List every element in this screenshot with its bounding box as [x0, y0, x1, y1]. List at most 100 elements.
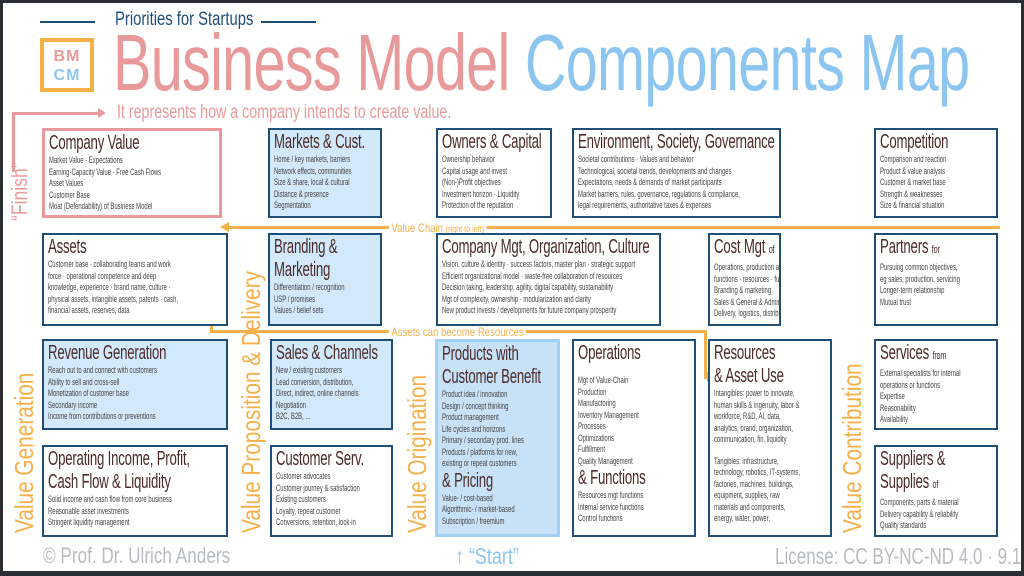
- box-line: Investment horizon · Liquidity: [442, 188, 520, 199]
- box-line: Availability: [880, 414, 908, 424]
- box-line: Earning-Capacity Value · Free Cash Flows: [49, 166, 162, 177]
- box-line: Product idea / innovation: [442, 389, 508, 399]
- box-line: New product invests / developments for f…: [442, 305, 617, 315]
- box-line: Societal contributions · Values and beha…: [578, 154, 694, 164]
- box-line: Efficient organizational model · waste-f…: [442, 270, 623, 281]
- box-title: Resources: [714, 342, 800, 365]
- box-line: Asset Values: [49, 178, 84, 188]
- box-title-text: Company Mgt, Organization, Culture: [442, 236, 650, 258]
- box-line: Expertise: [880, 391, 905, 401]
- box-title: Sales & Channels: [276, 342, 378, 365]
- box-line: Design / concept thinking: [442, 400, 509, 411]
- box-line: Longer-term relationship: [880, 285, 945, 295]
- box-title-text: Cash Flow & Liquidity: [48, 471, 171, 493]
- box-line: physical assets, intangible assets, pate…: [48, 293, 179, 304]
- box-line: Customer base · collaborating teams and …: [48, 259, 171, 269]
- box-line: Quality standards: [880, 520, 927, 530]
- box-line: Decision taking, leadership, agility, di…: [442, 282, 614, 292]
- box-line: Quality Management: [578, 455, 633, 466]
- box-title-text: Environment, Society, Governance: [578, 131, 775, 153]
- box-line: Expectations, needs & demands of market …: [578, 177, 722, 187]
- box-title: Revenue Generation: [48, 342, 166, 365]
- box-title-text: Resources: [714, 342, 776, 364]
- box-title-text: Sales & Channels: [276, 342, 378, 364]
- box-title-text: & Functions: [578, 467, 646, 489]
- box-line: Comparison and reaction: [880, 154, 947, 164]
- box-line: Market Value · Expectations: [49, 155, 123, 165]
- box-line: (Non-)Profit objectives: [442, 177, 501, 187]
- box-line: Size & financial situation: [880, 200, 945, 210]
- box-line: Differentiation / recognition: [274, 282, 345, 292]
- box-line: Technological, societal trends, developm…: [578, 165, 732, 176]
- box-line: Size & share, local & cultural: [274, 177, 350, 187]
- box-line: Life cycles and horizons: [442, 423, 506, 434]
- spacer: [578, 365, 646, 375]
- business-model-components-map: Priorities for Startups BM CM Business M…: [3, 3, 1021, 571]
- box-title-text: & Pricing: [442, 469, 494, 492]
- box-title: Suppliers &: [880, 448, 959, 471]
- box-line: Internal service functions: [578, 501, 644, 512]
- box-line: Primary / secondary prod. lines: [442, 435, 524, 445]
- box-title-text: Customer Benefit: [442, 366, 541, 388]
- box-title: Company Value: [49, 132, 161, 155]
- box-title-suffix: of: [768, 244, 775, 256]
- finish-label: “Finish”: [7, 162, 32, 221]
- box-line: Control functions: [578, 513, 623, 523]
- box-line: Customer & market base: [880, 177, 946, 187]
- copyright: © Prof. Dr. Ulrich Anders: [43, 543, 231, 568]
- box-line: Reasonable asset investments: [48, 505, 129, 516]
- box-title: & Functions: [578, 467, 646, 490]
- box-title: Competition: [880, 131, 948, 154]
- box-line: Ownership behavior: [442, 154, 495, 164]
- value-proposition-label: Value Proposition & Delivery: [236, 270, 266, 533]
- box-line: Secondary income: [48, 399, 98, 410]
- logo-bottom: CM: [53, 67, 81, 84]
- box-title-text: Operating Income, Profit,: [48, 448, 190, 470]
- box-line: External specialists for internal: [880, 368, 961, 378]
- bmcm-logo: BM CM: [40, 38, 94, 92]
- value-origination-label: Value Origination: [402, 374, 432, 533]
- subtitle: It represents how a company intends to c…: [117, 102, 452, 123]
- box-title-text: Markets & Cust.: [274, 131, 365, 153]
- box-title: Owners & Capital: [442, 131, 542, 154]
- box-line: technology, robotics, IT-systems,: [714, 467, 801, 477]
- box-line: energy, water, power,: [714, 513, 771, 523]
- box-title-suffix: for: [931, 244, 940, 256]
- box-line: functions · resources · funding: [714, 273, 780, 284]
- license: License: CC BY-NC-ND 4.0 · 9.1.0: [775, 543, 1021, 569]
- box-line: New / existing customers: [276, 365, 343, 375]
- box-content: Operating Income, Profit,Cash Flow & Liq…: [48, 448, 190, 529]
- box-title: Cash Flow & Liquidity: [48, 471, 190, 494]
- box-line: communication, fin. liquidity: [714, 434, 787, 444]
- box-line: Mgt of Value-Chain: [578, 375, 629, 385]
- box-title: Supplies of: [880, 471, 959, 497]
- box-title-text: Owners & Capital: [442, 131, 542, 153]
- box-line: Subscription / freemium: [442, 515, 505, 526]
- box-line: factories, machines, buildings,: [714, 478, 794, 489]
- value-chain-arrow-head: [220, 222, 229, 232]
- box-line: Delivery, logistics, distribution: [714, 308, 779, 318]
- box-title-text: Operations: [578, 342, 641, 364]
- box-line: Inventory Management: [578, 409, 639, 420]
- box-line: B2C, B2B, ...: [276, 411, 311, 421]
- title-business-model: Business Model: [113, 18, 510, 107]
- box-line: Value- / cost-based: [442, 492, 493, 503]
- box-line: Customer Base: [49, 189, 90, 200]
- value-contribution-label: Value Contribution: [837, 363, 867, 533]
- value-chain-text: Value Chain: [391, 221, 443, 235]
- box-line: Negotiation: [276, 399, 307, 410]
- box-line: Components, parts & material: [880, 497, 959, 507]
- logo-top: BM: [53, 48, 81, 65]
- page-title: Business Model Components Map: [113, 23, 970, 103]
- box-line: financial assets, reserves, data: [48, 305, 130, 315]
- box-line: Ability to sell and cross-sell: [48, 376, 120, 387]
